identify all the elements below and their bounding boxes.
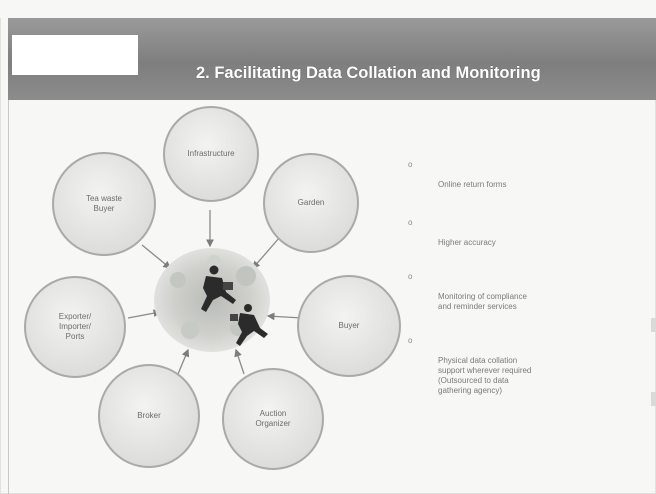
edge-artifact	[651, 318, 656, 332]
bullet-marker: o	[408, 160, 413, 169]
running-businessman-icon	[201, 265, 236, 312]
bullet-item: o Physical data collation support wherev…	[408, 336, 638, 396]
bullet-list: o Online return forms o Higher accuracy …	[408, 160, 638, 396]
bullet-text: Online return forms	[438, 180, 507, 189]
node-garden: Garden	[263, 153, 359, 253]
node-label: Tea waste Buyer	[85, 194, 123, 213]
node-label: Broker	[137, 411, 161, 420]
node-broker: Broker	[98, 364, 200, 468]
node-tea-waste-buyer: Tea waste Buyer	[52, 152, 156, 256]
edge-artifact	[651, 392, 656, 406]
node-label: Auction Organizer	[255, 409, 291, 428]
bullet-marker: o	[408, 336, 413, 345]
node-infrastructure: Infrastructure	[163, 106, 259, 202]
node-buyer: Buyer	[297, 275, 401, 377]
bullet-text: Physical data collation support wherever…	[438, 356, 532, 395]
central-graphic	[154, 248, 270, 352]
slide-title: 2. Facilitating Data Collation and Monit…	[196, 64, 541, 82]
node-label: Garden	[297, 198, 325, 207]
left-border	[8, 100, 9, 494]
bullet-item: o Online return forms	[408, 160, 638, 190]
logo-placeholder	[12, 35, 138, 75]
bullet-text: Higher accuracy	[438, 238, 496, 247]
bullet-marker: o	[408, 272, 413, 281]
node-label: Exporter/ Importer/ Ports	[58, 312, 92, 341]
node-label: Buyer	[338, 321, 360, 330]
node-exporter-importer-ports: Exporter/ Importer/ Ports	[24, 276, 126, 378]
bullet-item: o Monitoring of compliance and reminder …	[408, 272, 638, 312]
connector-arrows	[127, 210, 303, 375]
jumping-businessman-icon	[230, 304, 268, 346]
bullet-item: o Higher accuracy	[408, 218, 638, 248]
slide-top-margin	[0, 0, 656, 18]
node-label: Infrastructure	[187, 149, 235, 158]
bullet-marker: o	[408, 218, 413, 227]
bullet-text: Monitoring of compliance and reminder se…	[438, 292, 527, 311]
node-auction-organizer: Auction Organizer	[222, 368, 324, 470]
